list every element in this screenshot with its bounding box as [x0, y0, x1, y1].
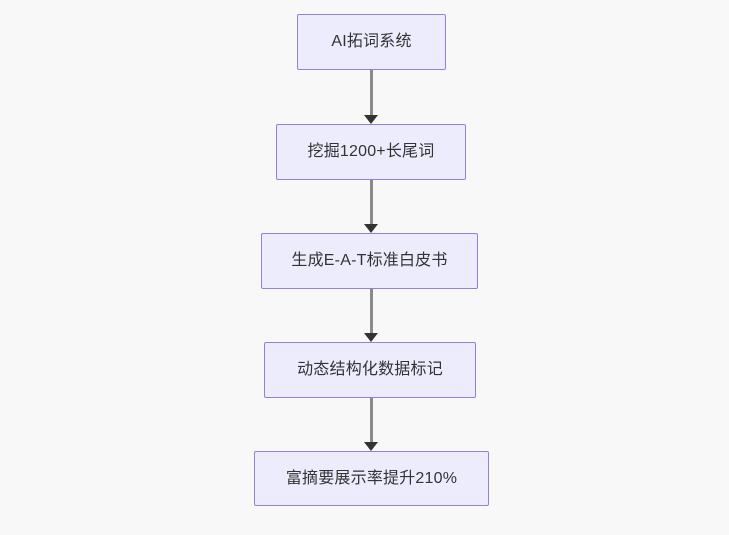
- arrow-down-icon: [364, 333, 378, 342]
- flow-node-label: 生成E-A-T标准白皮书: [291, 252, 448, 270]
- flow-node-ai-keyword-system[interactable]: AI拓词系统: [297, 14, 446, 70]
- arrow-down-icon: [364, 115, 378, 124]
- arrow-down-icon: [364, 224, 378, 233]
- flow-node-label: 挖掘1200+长尾词: [307, 143, 435, 161]
- flow-node-mine-longtail-keywords[interactable]: 挖掘1200+长尾词: [276, 124, 466, 180]
- flow-node-rich-snippet-impression-uplift[interactable]: 富摘要展示率提升210%: [254, 451, 489, 506]
- flow-node-dynamic-structured-data-markup[interactable]: 动态结构化数据标记: [264, 342, 476, 398]
- flow-node-generate-eat-whitepaper[interactable]: 生成E-A-T标准白皮书: [261, 233, 478, 289]
- flow-node-label: AI拓词系统: [331, 33, 412, 51]
- flow-edge-n4-n5: [370, 398, 373, 444]
- flow-node-label: 富摘要展示率提升210%: [285, 469, 458, 487]
- arrow-down-icon: [364, 442, 378, 451]
- flow-edge-n3-n4: [370, 289, 373, 335]
- flow-edge-n1-n2: [370, 70, 373, 117]
- flow-node-label: 动态结构化数据标记: [297, 361, 443, 379]
- flow-edge-n2-n3: [370, 180, 373, 226]
